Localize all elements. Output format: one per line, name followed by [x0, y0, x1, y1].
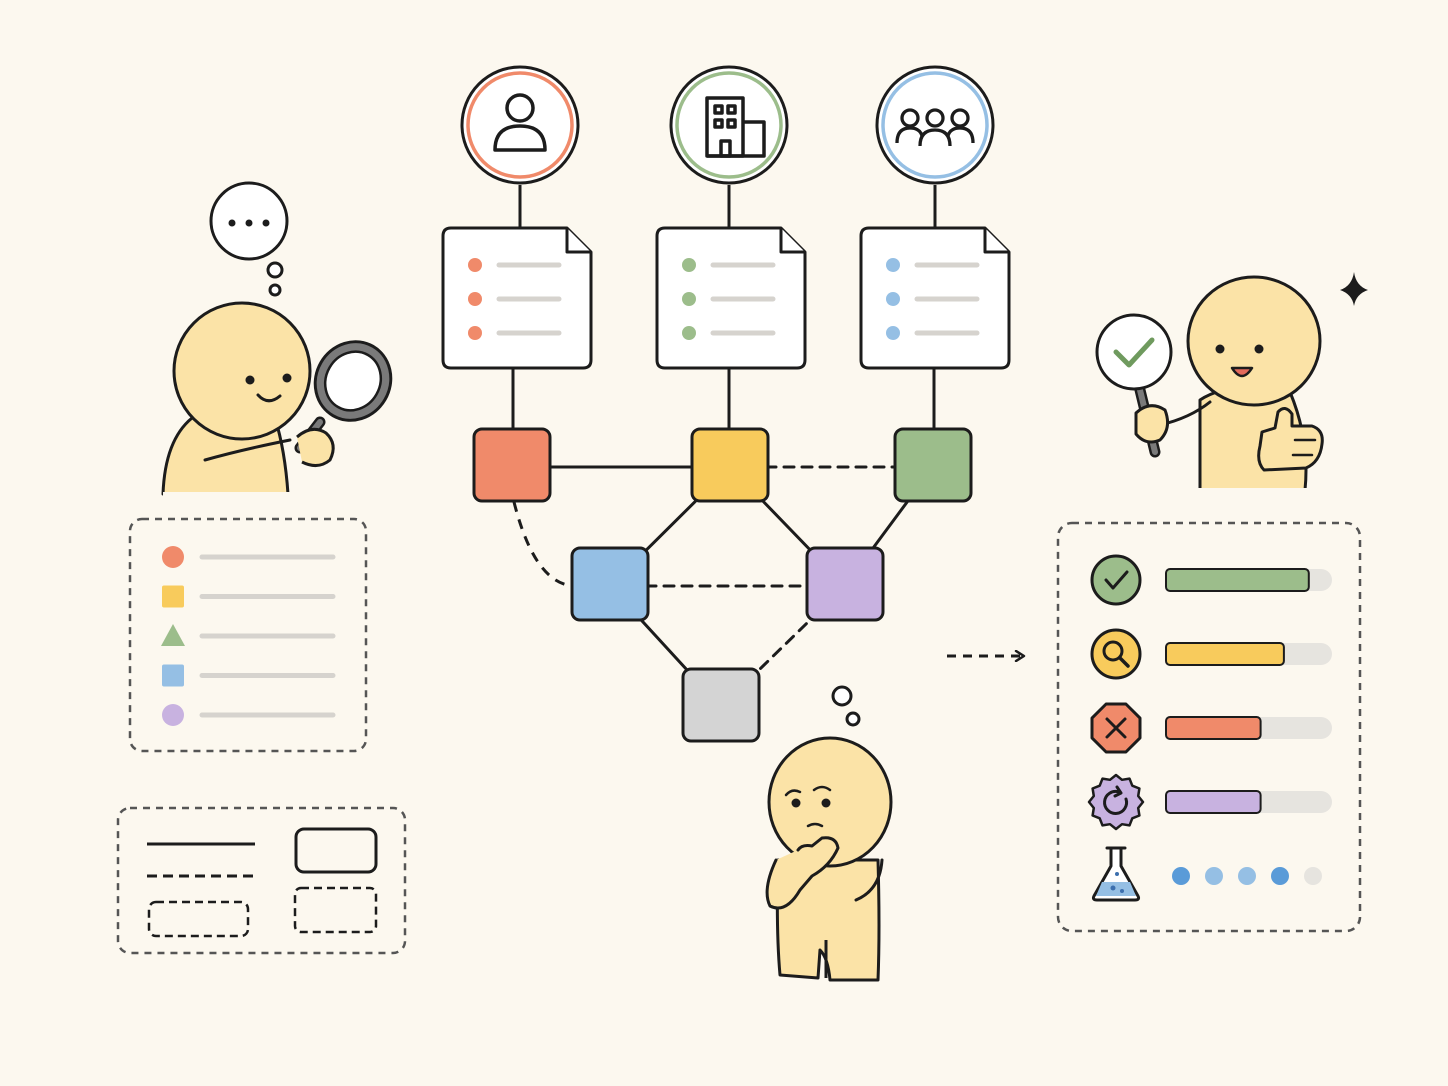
thought-bubble: [209, 181, 289, 297]
legend-circle: [162, 704, 184, 726]
search-icon: [1090, 628, 1142, 680]
legend-square: [162, 585, 184, 608]
template-dashed-field: [147, 900, 250, 938]
documents: [441, 226, 1011, 370]
document-bullet: [468, 326, 482, 340]
graph-nodes: [472, 427, 973, 743]
result-bar: [1165, 716, 1262, 740]
node-blue: [570, 546, 650, 622]
legend-circle: [162, 546, 184, 568]
thought-bubble: [831, 685, 861, 727]
character-approver: [1095, 272, 1368, 492]
document-bullet: [886, 326, 900, 340]
node-purple: [805, 546, 885, 622]
document-bullet: [886, 292, 900, 306]
flask-icon: [1091, 846, 1141, 902]
group-icon: [895, 108, 975, 147]
legend-row: [162, 546, 336, 568]
edge-red-blue: [512, 501, 576, 588]
result-dot-filled: [1205, 867, 1223, 885]
node-yellow: [690, 427, 770, 503]
result-bar: [1165, 568, 1310, 592]
legend-row: [162, 664, 336, 687]
result-row: [1087, 773, 1332, 831]
document-3: [859, 226, 1011, 370]
character-thinker: [765, 685, 893, 982]
document-2: [655, 226, 807, 370]
document-bullet: [468, 258, 482, 272]
source-person: [460, 65, 580, 185]
magnifier-icon: [294, 340, 393, 454]
document-bullet: [682, 258, 696, 272]
result-dot-filled: [1238, 867, 1256, 885]
thumbs-up: [1257, 407, 1324, 472]
result-dot-empty: [1304, 867, 1322, 885]
source-group: [875, 65, 995, 185]
source-organization: [669, 65, 789, 185]
result-row: [1091, 846, 1322, 902]
node-gray: [681, 667, 761, 743]
document-bullet: [682, 326, 696, 340]
check-icon: [1090, 554, 1142, 606]
result-row: [1090, 702, 1332, 754]
node-red: [472, 427, 552, 503]
document-fold: [779, 228, 805, 254]
result-row: [1090, 628, 1332, 680]
result-row: [1090, 554, 1332, 606]
document-bullet: [468, 292, 482, 306]
person-icon: [493, 93, 547, 152]
building-icon: [705, 96, 766, 158]
x-icon: [1090, 702, 1142, 754]
legend-square: [162, 664, 184, 687]
result-dot-filled: [1271, 867, 1289, 885]
result-dot-filled: [1172, 867, 1190, 885]
document-fold: [983, 228, 1009, 254]
legend-panel: [128, 517, 368, 753]
check-icon: [1113, 337, 1155, 368]
document-1: [441, 226, 593, 370]
template-dashed-box: [293, 886, 378, 934]
template-solid-field: [294, 827, 378, 874]
character-inspector: [161, 181, 393, 496]
legend-row: [161, 624, 336, 646]
document-bullet: [682, 292, 696, 306]
legend-row: [162, 585, 336, 608]
template-panel: [116, 806, 407, 955]
result-bar: [1165, 642, 1285, 666]
document-bullet: [886, 258, 900, 272]
sparkle-icon: [1340, 272, 1368, 306]
refresh-icon: [1087, 773, 1145, 831]
vertical-connectors: [511, 185, 937, 430]
result-bar: [1165, 790, 1262, 814]
legend-row: [162, 704, 336, 726]
legend-triangle: [161, 624, 185, 646]
results-panel: [1056, 521, 1362, 933]
node-green: [893, 427, 973, 503]
document-fold: [565, 228, 591, 254]
